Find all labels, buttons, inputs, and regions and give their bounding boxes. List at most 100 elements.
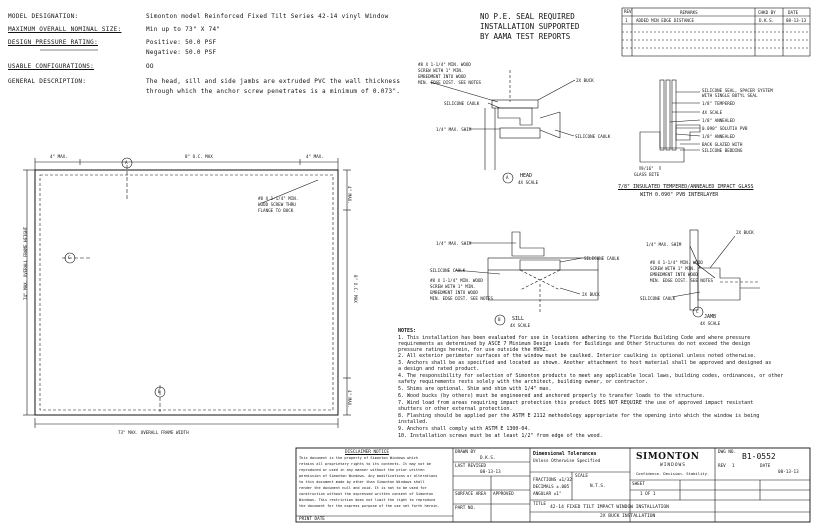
note-line: requirements as determined by ASCE 7 Min…: [398, 341, 751, 347]
brand-logo-text: SIMONTON: [636, 452, 700, 462]
spec-value-description-1: The head, sill and side jambs are extrud…: [146, 78, 401, 85]
part-no-label: PART NO.: [455, 506, 476, 511]
tolerance-note: Unless Otherwise Specified: [533, 459, 601, 464]
disclaimer-line: the document for the express purpose of …: [299, 504, 440, 508]
drawing-subtitle: 2X BUCK INSTALLATION: [600, 514, 656, 519]
spec-label-description: GENERAL DESCRIPTION:: [8, 78, 87, 85]
disclaimer-line: construction without the expressed writt…: [299, 492, 434, 496]
glass-label-3: 1/8" TEMPERED: [702, 101, 735, 106]
glass-bite-label: GLASS BITE: [634, 172, 660, 177]
note-line: a design and rated product.: [398, 366, 480, 372]
head-label-1: #8 X 1-1/4" MIN. WOOD: [418, 62, 471, 67]
elev-callout-line-3: FLANGE TO BUCK: [258, 208, 294, 213]
date-value: 08-13-13: [778, 470, 799, 475]
note-line: 6. Wood bucks (by others) must be engine…: [398, 393, 706, 399]
elev-dim-top-right: 4" MAX.: [306, 154, 324, 159]
surface-area-label: SURFACE AREA: [455, 492, 487, 497]
note-line: 10. Installation screws must be at least…: [398, 433, 603, 439]
sill-label-4: MIN. EDGE DIST. SEE NOTES: [430, 296, 494, 301]
head-label-3: EMBEDMENT INTO WOOD: [418, 74, 466, 79]
glass-label-7: 1/8" ANNEALED: [702, 134, 735, 139]
sheet-value: 1 OF 1: [640, 492, 656, 497]
note-line: installed.: [398, 419, 429, 425]
rev-row-remarks: ADDED MIN EDGE DISTANCE: [636, 18, 694, 23]
elev-dim-bottom: 73" MAX. OVERALL FRAME WIDTH: [118, 430, 189, 435]
rev-header-remarks: REMARKS: [680, 10, 698, 15]
disclaimer-line: permission of Simonton Windows. Any modi…: [299, 474, 438, 478]
rev-label: REV: [718, 464, 726, 469]
note-line: shutters or other external protection.: [398, 406, 513, 412]
jamb-label-2: SCREW WITH 1" MIN.: [650, 266, 696, 271]
note-line: 3. Anchors shall be as specified and loc…: [398, 360, 772, 366]
scale-value: N.T.S.: [590, 484, 606, 489]
sill-buck: 2X BUCK: [582, 292, 600, 297]
brand-tagline: Confidence. Decision. Stability.: [636, 471, 710, 476]
rev-header-rev: REV: [624, 9, 632, 14]
spec-value-pressure-neg: Negative: 50.0 PSF: [146, 49, 217, 56]
glass-label-9: SILICONE BEDDING: [702, 148, 743, 153]
note-line: 9. Anchors shall comply with ASTM E 1300…: [398, 426, 531, 432]
glass-title: 7/8" INSULATED TEMPERED/ANNEALED IMPACT …: [618, 184, 754, 190]
note-line: 1. This installation has been evaluated …: [398, 335, 751, 341]
rev-value: 1: [732, 464, 735, 469]
rev-header-chkd: CHKD BY: [758, 10, 776, 15]
dwg-no-value: B1-0552: [742, 452, 776, 461]
glass-label-1: SILICONE SEAL, SPACER SYSTEM: [702, 88, 773, 93]
head-caulk-bottom: SILICONE CAULK: [575, 134, 611, 139]
last-revised-label: LAST REVISED: [455, 464, 487, 469]
head-shim: 1/4" MAX. SHIM: [436, 127, 472, 132]
section-mark-b: B: [158, 389, 161, 394]
jamb-caulk: SILICONE CAULK: [640, 296, 676, 301]
head-caulk-top: SILICONE CAULK: [444, 101, 480, 106]
spec-label-pressure: DESIGN PRESSURE RATING:: [8, 39, 98, 46]
elev-dim-left: 74" MAX. OVERALL FRAME HEIGHT: [23, 226, 28, 300]
note-line: pressure ratings herein, for use outside…: [398, 347, 549, 353]
disclaimer-line: Windows. This restriction does not limit…: [299, 498, 436, 502]
elev-dim-top-mid: 8" O.C. MAX: [185, 154, 213, 159]
brand-logo-sub: WINDOWS: [660, 463, 686, 468]
spec-value-description-2: through which the anchor screw penetrate…: [146, 88, 401, 95]
tolerance-angular: ANGULAR ±1°: [533, 492, 562, 497]
dimensional-tolerances: Dimensional Tolerances: [533, 452, 597, 457]
jamb-label-4: MIN. EDGE DIST. SEE NOTES: [650, 278, 714, 283]
section-mark-a: A: [125, 160, 128, 165]
sill-shim: 1/4" MAX. SHIM: [436, 241, 472, 246]
sill-scale: 4X SCALE: [510, 323, 531, 328]
jamb-buck: 2X BUCK: [736, 230, 754, 235]
jamb-label-3: EMBEDMENT INTO WOOD: [650, 272, 698, 277]
head-title: HEAD: [520, 173, 533, 179]
sill-label-2: SCREW WITH 1" MIN.: [430, 284, 476, 289]
drawn-by-value: D.K.S.: [480, 456, 496, 461]
drawn-by-label: DRAWN BY: [455, 450, 476, 455]
spec-label-size: MAXIMUM OVERALL NOMINAL SIZE:: [8, 26, 122, 33]
rev-header-date: DATE: [788, 10, 799, 15]
approved-label: APPROVED: [493, 492, 514, 497]
disclaimer-line: reproduced or used in any manner without…: [299, 468, 425, 472]
rev-row-chkd: D.K.S.: [759, 18, 775, 23]
disclaimer-title: DISCLAIMER NOTICE: [345, 450, 389, 455]
scale-label: SCALE: [575, 474, 588, 479]
head-scale: 4X SCALE: [518, 180, 539, 185]
seal-note-line-1: NO P.E. SEAL REQUIRED: [480, 12, 575, 21]
jamb-scale: 4X SCALE: [700, 321, 721, 326]
head-mark: A: [506, 175, 509, 180]
jamb-mark: C: [696, 309, 699, 314]
note-line: 7. Wind load from areas requiring impact…: [398, 400, 754, 406]
sill-caulk-right: SILICONE CAULK: [584, 256, 620, 261]
glass-label-6: 0.090" SOLUTIA PVB: [702, 126, 748, 131]
elev-dim-right-bottom: 4" MAX.: [347, 390, 352, 408]
notes-title: NOTES:: [398, 328, 417, 334]
jamb-label-1: #8 X 1-1/4" MIN. WOOD: [650, 260, 703, 265]
head-buck: 2X BUCK: [576, 78, 594, 83]
elev-dim-right: 8" O.C. MAX: [353, 275, 358, 303]
spec-value-size: Min up to 73" X 74": [146, 26, 221, 33]
elev-dim-right-top: 4" MAX.: [347, 186, 352, 204]
sheet-label: SHEET: [632, 482, 645, 487]
spec-value-config: OO: [146, 63, 154, 70]
jamb-title: JAMB: [704, 314, 717, 320]
drawing-title: 42-14 FIXED TILT IMPACT WINDOW INSTALLAT…: [550, 505, 669, 510]
spec-value-pressure-pos: Positive: 50.0 PSF: [146, 39, 217, 46]
last-revised-value: 08-13-13: [480, 470, 501, 475]
tolerance-decimal: DECIMALS ±.005: [533, 485, 570, 490]
